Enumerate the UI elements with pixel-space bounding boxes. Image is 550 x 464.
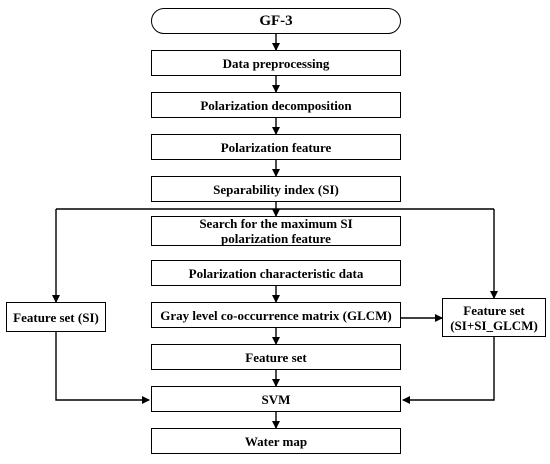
node-characteristic-label: Polarization characteristic data [188, 265, 364, 281]
node-feature-set-label: Feature set [245, 349, 307, 365]
node-start-label: GF-3 [259, 12, 293, 29]
arrow-feature-set-si-glcm-to-svm [402, 337, 495, 404]
node-search: Search for the maximum SI polarization f… [151, 216, 401, 246]
node-svm: SVM [151, 386, 401, 412]
node-decomposition: Polarization decomposition [151, 92, 401, 118]
node-water-map-label: Water map [244, 433, 308, 449]
node-feature-set-si-label: Feature set (SI) [13, 309, 99, 325]
node-glcm-label: Gray level co-occurrence matrix (GLCM) [160, 307, 392, 323]
node-preprocessing: Data preprocessing [151, 50, 401, 76]
node-si: Separability index (SI) [151, 176, 401, 202]
node-feature-set-si-glcm: Feature set (SI+SI_GLCM) [442, 298, 546, 337]
node-search-label: Search for the maximum SI polarization f… [199, 216, 353, 246]
node-characteristic: Polarization characteristic data [151, 260, 401, 286]
node-feature-label: Polarization feature [220, 139, 332, 155]
node-feature-set-si: Feature set (SI) [6, 302, 106, 332]
node-si-label: Separability index (SI) [213, 181, 339, 197]
node-svm-label: SVM [261, 391, 291, 407]
node-start: GF-3 [151, 8, 401, 34]
node-feature-set-si-glcm-label: Feature set (SI+SI_GLCM) [450, 302, 538, 333]
node-preprocessing-label: Data preprocessing [222, 55, 330, 71]
node-feature: Polarization feature [151, 134, 401, 160]
node-glcm: Gray level co-occurrence matrix (GLCM) [151, 302, 401, 328]
node-decomposition-label: Polarization decomposition [200, 97, 352, 113]
node-feature-set: Feature set [151, 344, 401, 370]
arrow-feature-set-si-to-svm [55, 332, 150, 404]
node-water-map: Water map [151, 428, 401, 454]
